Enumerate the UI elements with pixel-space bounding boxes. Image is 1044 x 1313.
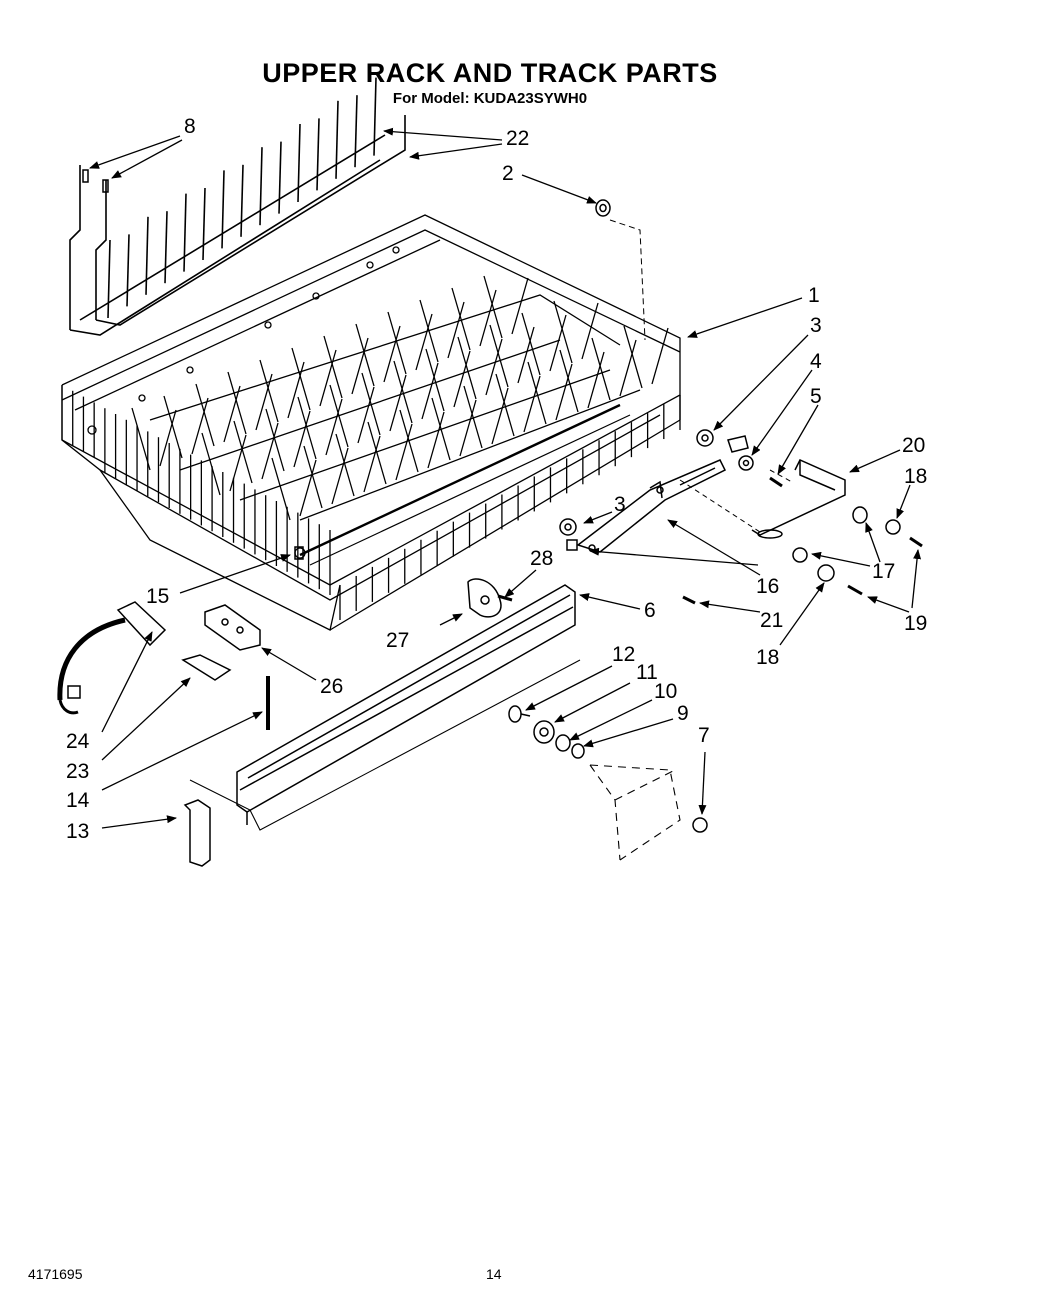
callout-3b: 3 [614, 493, 626, 516]
rack-adjuster-hardware [559, 429, 923, 605]
document-number: 4171695 [28, 1266, 83, 1282]
callout-4: 4 [810, 350, 822, 373]
leader-lines [89, 127, 922, 829]
upper-rack-part-1 [61, 214, 681, 631]
callout-11: 11 [636, 661, 658, 684]
callout-12: 12 [612, 643, 635, 666]
callout-26: 26 [320, 675, 343, 698]
callout-18a: 18 [904, 465, 927, 488]
callout-8: 8 [184, 115, 196, 138]
wheel-hardware [508, 705, 708, 861]
callout-6: 6 [644, 599, 656, 622]
callout-13: 13 [66, 820, 89, 843]
nut-part-2 [595, 199, 646, 341]
callout-1: 1 [808, 284, 820, 307]
page-number: 14 [486, 1266, 502, 1282]
callout-22: 22 [506, 127, 529, 150]
callout-14: 14 [66, 789, 90, 812]
callout-3a: 3 [810, 314, 822, 337]
callout-labels: 8 22 2 1 3 4 5 20 18 3 28 17 16 15 6 21 … [66, 115, 927, 843]
callout-28: 28 [530, 547, 553, 570]
callout-24: 24 [66, 730, 90, 753]
callout-19: 19 [904, 612, 927, 635]
callout-5: 5 [810, 385, 822, 408]
tine-row-part-22 [69, 77, 406, 336]
callout-16: 16 [756, 575, 779, 598]
page-title: UPPER RACK AND TRACK PARTS [262, 58, 718, 88]
model-subtitle: For Model: KUDA23SYWH0 [392, 90, 588, 107]
left-small-parts [57, 169, 513, 867]
callout-18b: 18 [756, 646, 779, 669]
callout-17: 17 [872, 560, 895, 583]
callout-9: 9 [677, 702, 689, 725]
track-part-6 [189, 584, 581, 831]
callout-7: 7 [698, 724, 710, 747]
callout-10: 10 [654, 680, 677, 703]
callout-23: 23 [66, 760, 89, 783]
callout-27: 27 [386, 629, 409, 652]
callout-20: 20 [902, 434, 925, 457]
callout-15: 15 [146, 585, 169, 608]
callout-21: 21 [760, 609, 783, 632]
callout-2: 2 [502, 162, 514, 185]
